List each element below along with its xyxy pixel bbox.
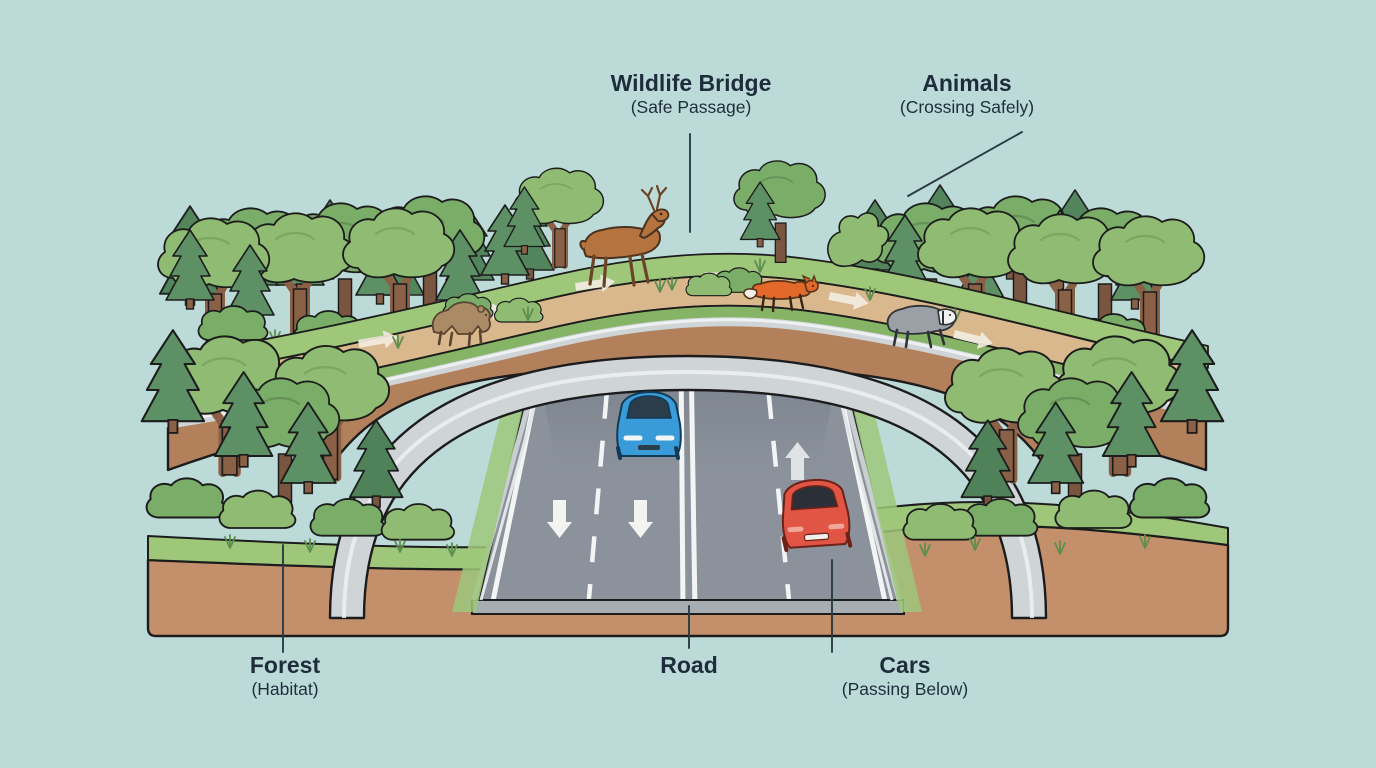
label-road-title: Road <box>660 652 718 678</box>
vehicle-red-car <box>781 478 853 553</box>
label-road: Road <box>604 652 774 679</box>
road-verge <box>452 352 922 612</box>
bridge-vegetation <box>392 212 961 349</box>
animal-fox <box>743 273 819 313</box>
label-wildlife-bridge-subtitle: (Safe Passage) <box>630 97 752 118</box>
lane-dash-left <box>585 355 613 611</box>
label-wildlife-bridge-title: Wildlife Bridge <box>610 70 772 96</box>
label-forest-title: Forest <box>249 652 321 678</box>
leader-animals <box>907 131 1023 197</box>
lane-dash-right <box>762 355 793 611</box>
animal-deer <box>579 184 670 288</box>
label-wildlife-bridge: Wildlife Bridge (Safe Passage) <box>566 70 816 118</box>
label-forest: Forest (Habitat) <box>170 652 400 700</box>
label-animals-subtitle: (Crossing Safely) <box>899 97 1035 118</box>
arch-concrete <box>328 354 1048 620</box>
label-forest-subtitle: (Habitat) <box>251 679 319 700</box>
label-cars: Cars (Passing Below) <box>790 652 1020 700</box>
label-animals-title: Animals <box>922 70 1012 96</box>
label-cars-subtitle: (Passing Below) <box>841 679 969 700</box>
leader-lines <box>282 131 1023 653</box>
animal-bear <box>431 301 491 347</box>
animal-badger <box>886 304 957 349</box>
label-animals: Animals (Crossing Safely) <box>852 70 1082 118</box>
vehicle-blue-car <box>616 391 682 460</box>
label-cars-title: Cars <box>879 652 931 678</box>
